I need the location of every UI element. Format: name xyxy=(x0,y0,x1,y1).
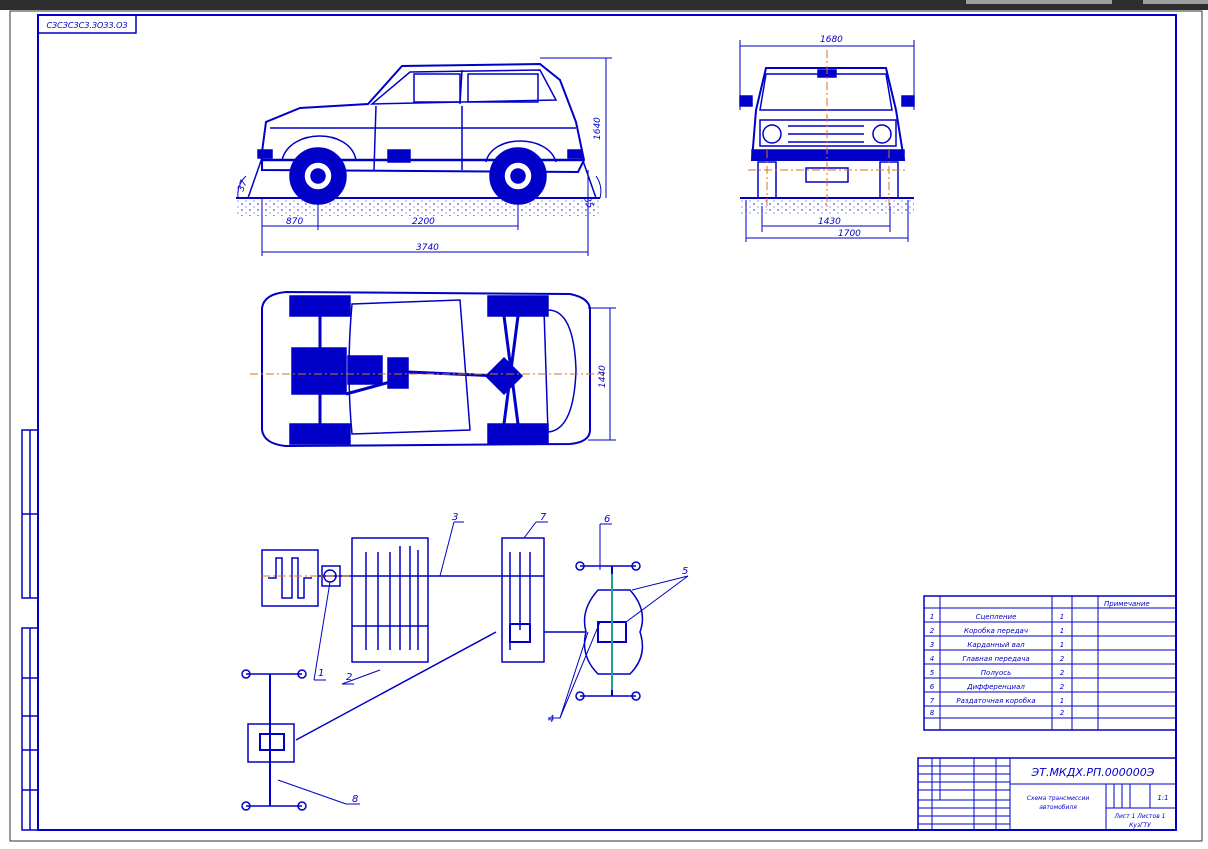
callout-4: 4 xyxy=(548,714,554,725)
binding-strip xyxy=(21,429,39,831)
sheet-frame xyxy=(9,10,1203,842)
row-qty: 1 xyxy=(1060,697,1064,705)
row-name: Раздаточная коробка xyxy=(956,697,1035,705)
dim-base-width: 1700 xyxy=(838,229,861,239)
drawing-canvas: СЗСЗСЗСЗ.ЗОЗЗ.ОЗ xyxy=(9,10,1203,842)
row-name: Сцепление xyxy=(976,613,1017,621)
sheet-info: Лист 1 Листов 1 xyxy=(1114,813,1166,820)
front-view-axes xyxy=(748,50,906,210)
dim-departure-angle: 35 xyxy=(581,196,594,210)
dim-front-overhang: 870 xyxy=(286,217,303,227)
parts-table xyxy=(923,595,1177,731)
table-row: 2 Коробка передач 1 xyxy=(930,627,1064,635)
organization: КузГТУ xyxy=(1129,822,1151,829)
dim-height: 1640 xyxy=(593,117,603,140)
row-qty: 2 xyxy=(1060,683,1065,691)
table-row: 1 Сцепление 1 xyxy=(930,613,1064,621)
designation-stamp: СЗСЗСЗСЗ.ЗОЗЗ.ОЗ xyxy=(37,14,137,34)
title-block-text: ЭТ.МКДХ.РП.000000Э Схема трансмиссии авт… xyxy=(1027,766,1169,829)
scheme-callouts: 1 2 3 4 5 6 7 8 xyxy=(318,512,688,805)
callout-8: 8 xyxy=(352,794,358,805)
row-qty: 1 xyxy=(1060,613,1064,621)
row-qty: 2 xyxy=(1060,709,1065,717)
row-qty: 1 xyxy=(1060,627,1064,635)
row-pos: 1 xyxy=(930,613,934,621)
row-qty: 2 xyxy=(1060,669,1065,677)
callout-2: 2 xyxy=(346,672,352,683)
row-qty: 1 xyxy=(1060,641,1064,649)
app-title-bar xyxy=(0,0,1208,10)
callout-6: 6 xyxy=(604,514,610,525)
row-pos: 8 xyxy=(930,709,935,717)
dim-overall-width: 1680 xyxy=(820,35,843,45)
drawing-sheet: СЗСЗСЗСЗ.ЗОЗЗ.ОЗ xyxy=(0,10,1208,845)
table-header-note: Примечание xyxy=(1104,600,1150,608)
row-name: Карданный вал xyxy=(967,641,1025,649)
table-row: 5 Полуось 2 xyxy=(930,669,1065,677)
drawing-code: ЭТ.МКДХ.РП.000000Э xyxy=(1031,766,1155,779)
dim-wheelbase: 2200 xyxy=(412,217,435,227)
row-pos: 2 xyxy=(930,627,935,635)
callout-3: 3 xyxy=(452,512,458,523)
dim-approach-angle: 37 xyxy=(236,179,249,193)
side-view-dimensions: 1640 37 35 870 2200 3740 xyxy=(236,117,603,253)
table-row: 3 Карданный вал 1 xyxy=(930,641,1064,649)
row-qty: 2 xyxy=(1060,655,1065,663)
front-view-dimensions: 1680 1430 1700 xyxy=(818,35,861,239)
row-name: Полуось xyxy=(981,669,1011,677)
row-pos: 6 xyxy=(930,683,935,691)
callout-5: 5 xyxy=(682,566,688,577)
row-name: Главная передача xyxy=(962,655,1029,663)
transmission-scheme xyxy=(241,521,689,811)
row-name: Коробка передач xyxy=(964,627,1028,635)
toolbar-button-1[interactable] xyxy=(966,0,1112,4)
table-row: 7 Раздаточная коробка 1 xyxy=(930,697,1064,705)
toolbar-button-2[interactable] xyxy=(1143,0,1208,4)
drawing-title-line1: Схема трансмиссии xyxy=(1027,795,1090,802)
parts-table-text: Примечание 1 Сцепление 1 2 Коробка перед… xyxy=(930,600,1150,717)
row-name: Дифференциал xyxy=(966,683,1025,691)
table-row: 6 Дифференциал 2 xyxy=(930,683,1065,691)
car-plan-view xyxy=(261,290,616,448)
row-pos: 3 xyxy=(930,641,934,649)
table-row: 4 Главная передача 2 xyxy=(930,655,1065,663)
row-pos: 4 xyxy=(930,655,934,663)
dim-plan-width: 1440 xyxy=(598,365,608,388)
row-pos: 5 xyxy=(930,669,935,677)
sheet-scale: 1:1 xyxy=(1157,794,1168,802)
car-side-view xyxy=(236,57,612,256)
drawing-title-line2: автомобиля xyxy=(1039,804,1077,811)
callout-1: 1 xyxy=(318,668,324,679)
title-block xyxy=(917,757,1177,831)
dim-overall-length: 3740 xyxy=(416,243,439,253)
dim-track: 1430 xyxy=(818,217,841,227)
callout-7: 7 xyxy=(540,512,547,523)
row-pos: 7 xyxy=(930,697,935,705)
stamp-text: СЗСЗСЗСЗ.ЗОЗЗ.ОЗ xyxy=(46,21,127,30)
table-row: 8 2 xyxy=(930,709,1065,717)
